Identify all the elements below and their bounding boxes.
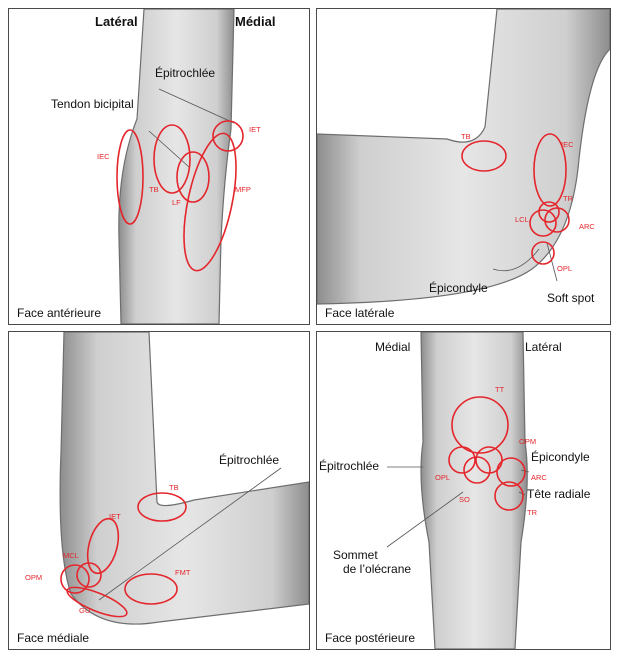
abbr-opm-post: OPM [519,437,536,446]
abbr-tt: TT [495,385,505,394]
abbr-lf: LF [172,198,181,207]
medial-arm [60,332,309,624]
side-medial-post: Médial [375,340,410,354]
label-epitrochlee-med: Épitrochlée [219,453,279,467]
abbr-lcl: LCL [515,215,529,224]
abbr-tr-post: TR [527,508,538,517]
label-olecrane: de l’olécrane [343,562,411,576]
abbr-opm-med: OPM [25,573,42,582]
panel-posterior: TT OPM OPL SO ARC TR Médial Latéral Épit… [316,331,611,650]
side-lateral: Latéral [95,15,138,29]
panel-lateral: TB IEC TR LCL ARC OPL Épicondyle Soft sp… [316,8,611,325]
label-tendon-bicipital: Tendon bicipital [51,97,134,111]
abbr-tr-lat: TR [563,194,574,203]
side-lateral-post: Latéral [525,340,562,354]
abbr-arc-lat: ARC [579,222,595,231]
caption-medial: Face médiale [15,631,91,645]
label-epicondyle-post: Épicondyle [531,450,590,464]
abbr-iec: IEC [97,152,110,161]
abbr-arc-post: ARC [531,473,547,482]
posterior-arm [421,332,527,649]
label-epitrochlee-post: Épitrochlée [319,459,379,473]
abbr-opl-lat: OPL [557,264,572,273]
label-soft-spot: Soft spot [547,291,594,305]
caption-posterior: Face postérieure [323,631,417,645]
abbr-gu: GU [79,606,90,615]
abbr-iet-med: IET [109,512,121,521]
lateral-illustration: TB IEC TR LCL ARC OPL [317,9,610,324]
abbr-tb: TB [149,185,159,194]
abbr-tb-lat: TB [461,132,471,141]
abbr-iet: IET [249,125,261,134]
abbr-so: SO [459,495,470,504]
abbr-opl-post: OPL [435,473,450,482]
side-medial: Médial [235,15,275,29]
abbr-fmt: FMT [175,568,191,577]
abbr-mcl: MCL [63,551,79,560]
panel-anterior: IEC TB LF MFP IET Latéral Médial Épitroc… [8,8,310,325]
label-epicondyle-lat: Épicondyle [429,281,488,295]
panel-medial: TB IET MCL OPM GU FMT Épitrochlée Face m… [8,331,310,650]
abbr-mfp: MFP [235,185,251,194]
lateral-arm [317,9,610,304]
label-sommet: Sommet [333,548,378,562]
anterior-arm [119,9,234,324]
medial-illustration: TB IET MCL OPM GU FMT [9,332,309,649]
label-epitrochlee: Épitrochlée [155,66,215,80]
abbr-tb-med: TB [169,483,179,492]
anterior-illustration: IEC TB LF MFP IET [9,9,309,324]
caption-lateral: Face latérale [323,306,396,320]
abbr-iec-lat: IEC [561,140,574,149]
caption-anterior: Face antérieure [15,306,103,320]
label-tete-radiale: Tête radiale [527,487,590,501]
